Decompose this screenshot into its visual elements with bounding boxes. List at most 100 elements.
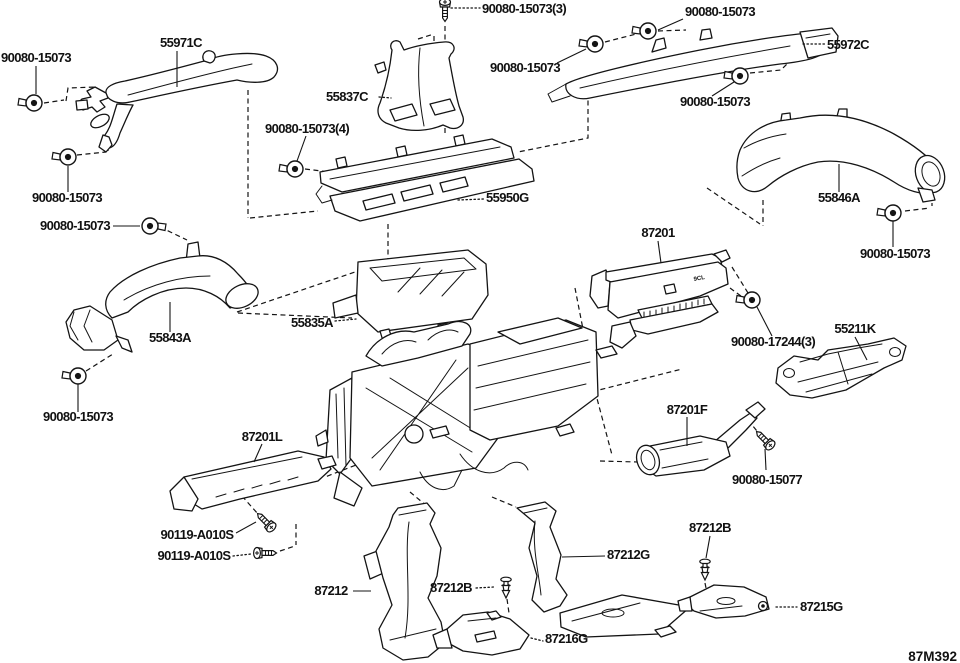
outline	[355, 249, 489, 333]
part-label-87212[interactable]: 87212	[314, 583, 348, 598]
part-87201L-drawing	[169, 450, 337, 512]
detail	[317, 455, 337, 470]
fastener-label[interactable]: 90080-15073(4)	[265, 121, 350, 136]
detail	[459, 453, 529, 474]
fastener-label[interactable]: 90080-15073(3)	[482, 1, 567, 16]
fastener-label[interactable]: 90080-15073	[860, 246, 931, 261]
leader	[705, 535, 711, 559]
detail	[474, 630, 497, 643]
detail	[215, 476, 299, 498]
dash-line	[237, 312, 353, 319]
fastener-label[interactable]: 90080-15073	[32, 190, 103, 205]
part-drawings: 9CL	[65, 27, 946, 661]
detail	[315, 185, 333, 204]
dash-line	[729, 266, 749, 300]
detail	[398, 509, 427, 516]
detail	[643, 298, 705, 318]
part-label-87201F[interactable]: 87201F	[667, 402, 709, 417]
detail	[404, 424, 424, 444]
part-label-55950G[interactable]: 55950G	[486, 190, 530, 205]
detail	[191, 456, 303, 480]
dash-line	[594, 390, 639, 463]
detail	[225, 283, 259, 309]
fastener-label[interactable]: 90080-15073	[40, 218, 111, 233]
part-label-55843A[interactable]: 55843A	[149, 330, 193, 345]
fastener-label[interactable]: 90080-17244(3)	[731, 334, 816, 349]
heater-unit-drawing	[315, 317, 618, 507]
detail	[659, 441, 709, 469]
leader	[711, 81, 735, 97]
fastener-label[interactable]: 90119-A010S	[161, 527, 235, 542]
part-label-87201[interactable]: 87201	[641, 225, 675, 240]
part-label-55972C[interactable]: 55972C	[827, 37, 871, 52]
detail	[75, 99, 89, 111]
fastener-label[interactable]: 90080-15073	[490, 60, 561, 75]
dash-line	[249, 210, 319, 219]
leader	[232, 553, 252, 557]
detail	[315, 429, 329, 447]
part-55971C-drawing	[75, 50, 279, 153]
detail	[889, 347, 901, 357]
push-clip-icon	[500, 576, 512, 599]
leader	[657, 18, 684, 31]
grommet-nut-icon	[141, 217, 167, 235]
detail	[677, 596, 693, 612]
part-label-87216G[interactable]: 87216G	[545, 631, 589, 646]
screw-icon	[253, 509, 279, 535]
detail	[362, 176, 469, 211]
detail	[783, 368, 795, 378]
part-label-55211K[interactable]: 55211K	[834, 321, 877, 336]
part-label-87215G[interactable]: 87215G	[800, 599, 844, 614]
grommet-nut-icon	[17, 94, 43, 112]
outline	[516, 501, 568, 613]
detail	[365, 359, 481, 471]
detail	[169, 476, 199, 512]
part-label-55835A[interactable]: 55835A	[291, 315, 335, 330]
dash-line	[85, 353, 114, 372]
fastener-label[interactable]: 90080-15073	[43, 409, 114, 424]
outline	[685, 584, 770, 619]
part-label-55971C[interactable]: 55971C	[160, 35, 204, 50]
fastener-label[interactable]: 87212B	[430, 580, 473, 595]
leader	[764, 448, 767, 471]
detail	[369, 257, 477, 282]
detail	[98, 134, 113, 153]
fastener-label[interactable]: 90080-15073	[1, 50, 72, 65]
grommet-nut-icon	[61, 367, 87, 385]
grommet-nut-icon	[51, 148, 77, 166]
part-label-87201L[interactable]: 87201L	[242, 429, 284, 444]
dash-line	[43, 86, 98, 104]
fastener-label[interactable]: 90080-15073	[685, 4, 756, 19]
detail	[418, 47, 425, 127]
detail	[486, 610, 502, 621]
detail	[397, 267, 465, 297]
detail	[663, 283, 677, 295]
detail	[741, 133, 787, 177]
detail	[609, 321, 637, 349]
part-label-55837C[interactable]: 55837C	[326, 89, 370, 104]
fastener-label[interactable]: 87212B	[689, 520, 732, 535]
part-55211K-drawing	[775, 337, 907, 399]
outline	[319, 138, 515, 193]
detail	[123, 275, 211, 301]
outline	[105, 255, 255, 319]
detail	[381, 329, 459, 355]
detail	[429, 98, 456, 116]
leader	[561, 555, 606, 558]
part-87201-drawing: 9CL	[589, 249, 731, 349]
fastener-label[interactable]: 90080-15077	[732, 472, 803, 487]
outline	[325, 377, 357, 475]
part-label-87212G[interactable]: 87212G	[607, 547, 651, 562]
part-label-55846A[interactable]: 55846A	[818, 190, 862, 205]
outline	[377, 40, 464, 132]
part-55950G-drawing	[315, 134, 535, 222]
detail	[404, 521, 410, 639]
fastener-label[interactable]: 90080-15073	[680, 94, 751, 109]
outline	[469, 319, 599, 441]
fastener-label[interactable]: 90119-A010S	[158, 548, 232, 563]
dash-line	[236, 271, 356, 313]
drawing-code: 87M392	[908, 649, 957, 663]
leader	[457, 198, 485, 201]
